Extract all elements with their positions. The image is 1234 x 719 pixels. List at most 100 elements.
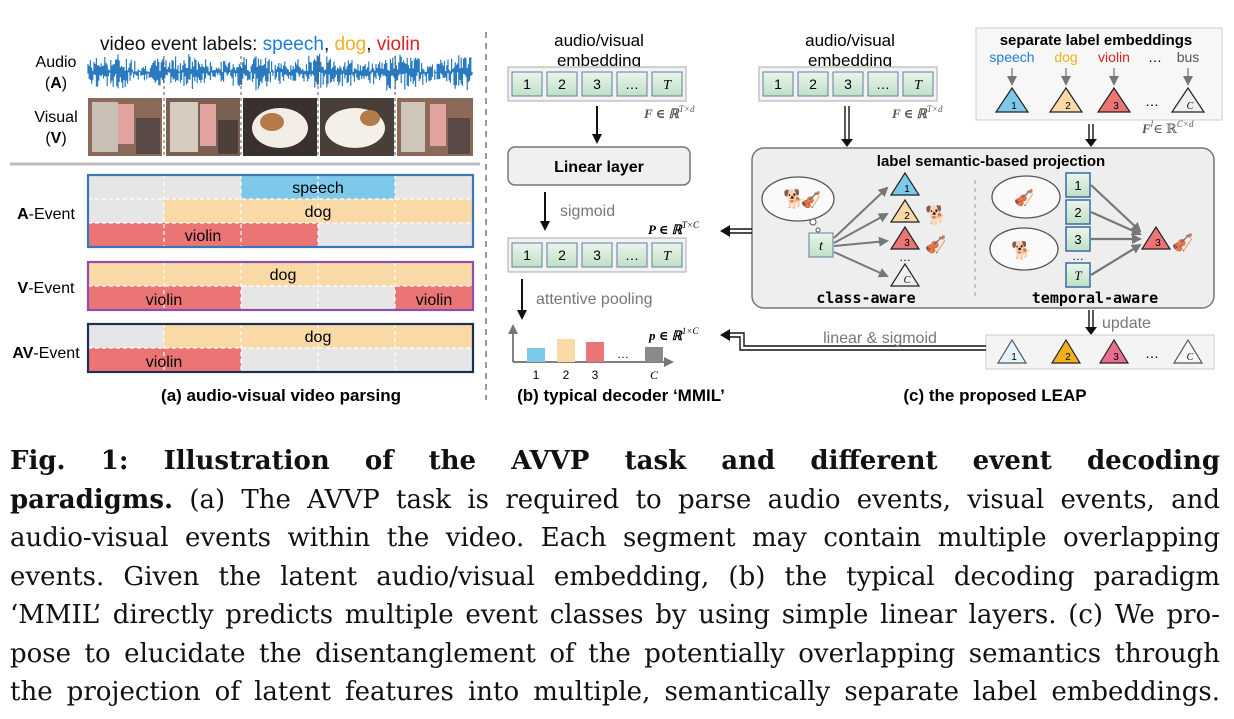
sep-label-speech: speech: [989, 49, 1034, 65]
upd-tri-dots: …: [1145, 345, 1159, 361]
temporal-token-2: 2: [1074, 205, 1081, 220]
audio-letter: (A): [45, 75, 67, 92]
updated-label-embeddings: 1 2 3 … C: [985, 334, 1215, 370]
b-bar-3: [586, 342, 604, 362]
update-label: update: [1102, 315, 1151, 332]
b-P-math: P ∈ ℝT×C: [648, 220, 700, 237]
violin-icon-2: 🎻: [1172, 232, 1193, 252]
violin-sketch-icon: 🎻: [801, 190, 821, 209]
caption-line-3: audio-visual events within the video. Ea…: [10, 523, 1220, 553]
temporal-tokens: 1 2 3 … T: [1065, 172, 1091, 288]
sep-tri-2-label: 2: [1065, 101, 1071, 112]
c-tri-1-label: 1: [904, 184, 910, 195]
c-tri-3: [889, 225, 921, 250]
b-p-math: p ∈ ℝ1×C: [648, 326, 699, 343]
caption-line-2: paradigms. (a) The AVVP task is required…: [10, 481, 1220, 520]
panel-c: audio/visual embedding 1 2 3 … T F ∈ ℝT×…: [720, 27, 1223, 405]
class-aware-cloud-icon: [761, 176, 835, 222]
linear-layer-box: [507, 146, 691, 186]
b-bar-tick-2: 2: [563, 368, 570, 382]
a-event-violin-text: violin: [185, 228, 221, 245]
sep-tri-3: [1096, 86, 1132, 113]
t-token: [808, 232, 834, 258]
c-tri-C: [889, 262, 921, 287]
waveform-path: [87, 53, 473, 91]
sep-title: separate label embeddings: [1000, 32, 1193, 49]
a-event-violin-bar: [88, 223, 318, 247]
a-event-label: A-Event: [17, 206, 75, 223]
b-embedding-tokens: 1 2 3 … T: [507, 66, 687, 102]
upd-tri-3-label: 3: [1113, 352, 1119, 363]
a-event-dog-text: dog: [305, 204, 332, 221]
segment-dividers-top: [163, 56, 396, 158]
caption-line-1: Fig. 1: Illustration of the AVVP task an…: [10, 442, 1220, 481]
dog-sketch-icon-2: 🐕: [1011, 240, 1032, 260]
v-event-dog-text: dog: [270, 267, 297, 284]
sep-label-dog: dog: [1054, 49, 1077, 65]
temporal-token-T: T: [1074, 268, 1082, 283]
figure-caption: Fig. 1: Illustration of the AVVP task an…: [10, 442, 1220, 712]
b-token-3: 3: [593, 76, 601, 92]
panel-a-caption: (a) audio-visual video parsing: [161, 386, 401, 405]
temporal-cloud-2-icon: [989, 227, 1059, 271]
caption-lead-1: Fig. 1: Illustration of the AVVP task an…: [10, 446, 1220, 476]
av-event-label: AV-Event: [12, 345, 80, 362]
caption-line-2-rest: (a) The AVVP task is required to parse a…: [173, 484, 1220, 515]
temporal-cloud-1-icon: [991, 175, 1061, 219]
linear-sigmoid-label: linear & sigmoid: [823, 330, 937, 347]
av-event-grid: dog violin: [86, 322, 475, 374]
b-bar-tick-3: 3: [592, 368, 599, 382]
c-tri-3-label: 3: [904, 238, 910, 249]
b-token-dots: …: [625, 76, 639, 92]
class-aware-label: class-aware: [816, 289, 915, 307]
visual-letter: (V): [45, 130, 66, 147]
c-token-dots: …: [876, 76, 890, 92]
temporal-aware-label: temporal-aware: [1032, 289, 1158, 307]
c-tri-dots: …: [899, 250, 911, 264]
sep-label-dots: …: [1148, 49, 1162, 65]
b-token-1: 1: [523, 76, 531, 92]
b-pred-token-3: 3: [593, 247, 601, 263]
upd-tri-1-label: 1: [1011, 352, 1017, 363]
temporal-token-3: 3: [1074, 232, 1081, 247]
sep-label-bus: bus: [1177, 49, 1200, 65]
sep-tri-1-label: 1: [1011, 101, 1017, 112]
violin-icon: 🎻: [925, 234, 946, 254]
violin-sketch-icon-2: 🎻: [1014, 188, 1034, 207]
dog-sketch-icon: 🐕: [783, 188, 805, 209]
sep-label-violin: violin: [1098, 49, 1130, 65]
b-bar-tick-dots: …: [617, 347, 629, 361]
sep-tri-1: [994, 86, 1030, 113]
caption-line-6: pose to elucidate the disentanglement of…: [10, 638, 1220, 669]
a-event-grid: speech dog violin: [86, 173, 475, 249]
projection-title: label semantic-based projection: [877, 153, 1105, 170]
sep-tri-C: [1170, 86, 1206, 113]
c-embed-title-1: audio/visual: [805, 31, 895, 50]
separate-label-embeddings: separate label embeddings speech dog vio…: [975, 27, 1223, 121]
visual-label: Visual: [34, 109, 77, 126]
c-F-math: F ∈ ℝT×d: [891, 104, 943, 121]
c-token-3: 3: [844, 76, 852, 92]
c-token-T: T: [914, 78, 923, 93]
c-tri-C-label: C: [904, 275, 911, 286]
b-token-2: 2: [558, 76, 566, 92]
upd-tri-C-label: C: [1187, 352, 1194, 363]
b-embed-title-1: audio/visual: [554, 31, 644, 50]
panel-a: video event labels: speech, dog, violin …: [10, 34, 480, 405]
av-event-violin-text: violin: [146, 354, 182, 371]
temporal-tri-3: [1140, 225, 1172, 250]
dog-icon: 🐕: [925, 204, 947, 225]
b-pred-token-T: T: [663, 249, 672, 264]
caption-line-4: events. Given the latent audio/visual em…: [10, 561, 1220, 592]
t-token-label: t: [819, 239, 824, 254]
v-event-violin-bar-2: [395, 286, 473, 310]
sigmoid-label: sigmoid: [560, 203, 615, 220]
video-frames: [88, 98, 473, 156]
temporal-token-1: 1: [1074, 178, 1081, 193]
figure-1: video event labels: speech, dog, violin …: [10, 27, 1223, 405]
caption-line-7: the projection of latent features into m…: [10, 677, 1220, 707]
av-event-dog-text: dog: [305, 329, 332, 346]
c-token-2: 2: [809, 76, 817, 92]
sep-tri-3-label: 3: [1113, 101, 1119, 112]
b-bar-1: [527, 348, 545, 362]
